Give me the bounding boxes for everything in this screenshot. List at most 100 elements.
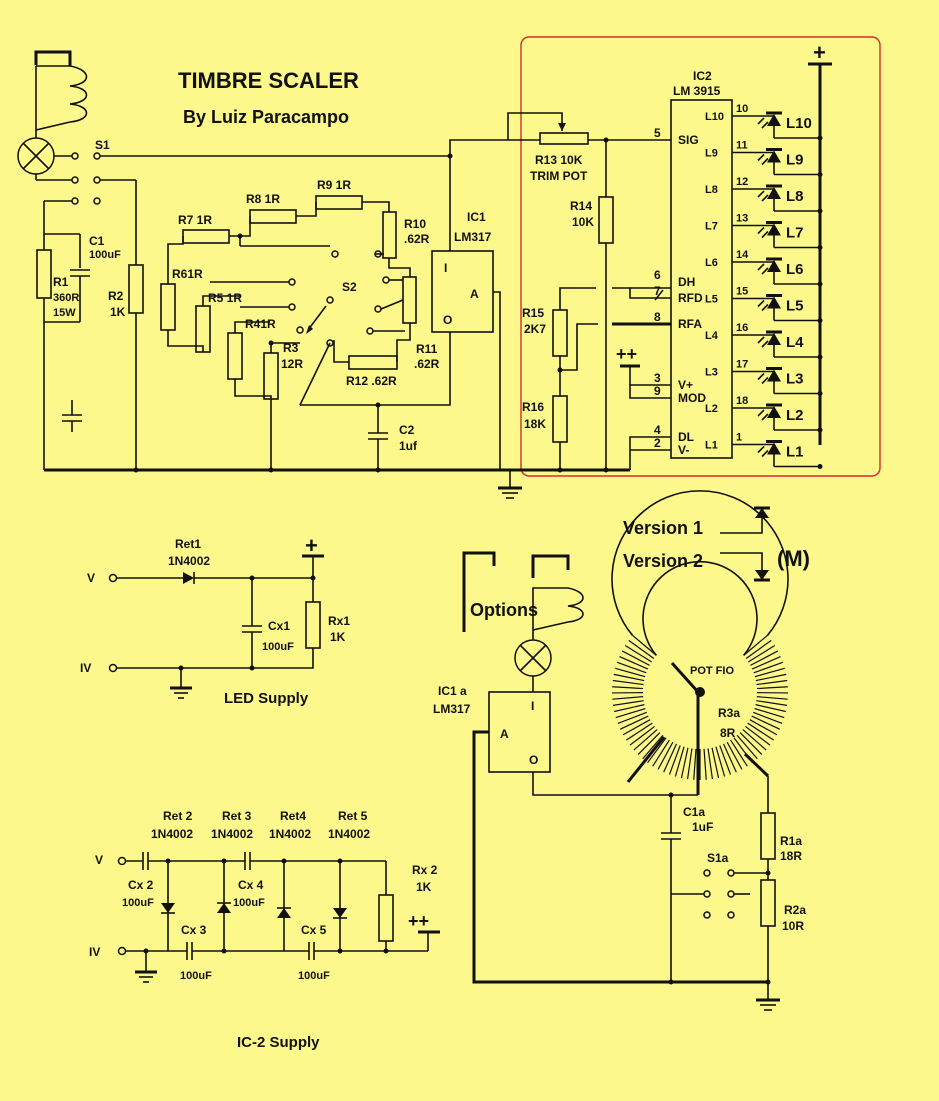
r6-resistor: [160, 283, 176, 331]
r11-label: R11: [416, 342, 438, 356]
r14-resistor: [598, 196, 614, 244]
r9-resistor: [315, 195, 363, 210]
bargraph-circuit: R13 10K TRIM POT R14 10K R15 2K7 R16 18K…: [507, 40, 832, 473]
ic1a-pin-o: O: [529, 753, 538, 767]
led-supply-circuit: V IV Ret1 1N4002 Cx1 100uF + Rx1 1K LED …: [80, 533, 350, 707]
ic2-pin-num-right: 15: [736, 286, 748, 298]
ic2-part: LM 3915: [673, 84, 721, 98]
led-label: L7: [786, 225, 804, 242]
c2-value: 1uf: [399, 439, 418, 453]
r3a-label: R3a: [718, 706, 740, 720]
ic2-supply-iv: IV: [89, 945, 100, 959]
r10-label: R10: [404, 217, 426, 231]
ic1-part: LM317: [454, 230, 492, 244]
ic1-label: IC1: [467, 210, 486, 224]
ret4-value: 1N4002: [269, 827, 311, 841]
led-label: L1: [786, 444, 804, 461]
r13-trimpot: [539, 132, 589, 145]
r14-value: 10K: [572, 215, 594, 229]
ic2-pin-name-right: L4: [705, 330, 719, 342]
ic2-vplus-supply: ++: [616, 344, 637, 364]
led-label: L10: [786, 115, 812, 132]
led-label: L4: [786, 334, 804, 351]
cx2-label: Cx 2: [128, 878, 154, 892]
led-diode-icon: [767, 296, 781, 309]
led-rail-plus: +: [813, 40, 826, 65]
r4-label: R41R: [245, 317, 276, 331]
r15-value: 2K7: [524, 322, 546, 336]
ic2-pin-num-left: 5: [654, 126, 661, 140]
version1-label: Version 1: [623, 518, 703, 538]
ic2-supply-v: V: [95, 853, 103, 867]
diagram-author: By Luiz Paracampo: [183, 107, 349, 127]
cx5-value: 100uF: [298, 970, 330, 982]
led-supply-v: V: [87, 571, 95, 585]
led-label: L2: [786, 407, 804, 424]
r16-label: R16: [522, 400, 544, 414]
ic2-supply-title: IC-2 Supply: [237, 1034, 320, 1051]
c2-label: C2: [399, 423, 415, 437]
rx2-resistor: [378, 894, 394, 942]
ret3-value: 1N4002: [211, 827, 253, 841]
led-diode-icon: [767, 442, 781, 455]
version2-label: Version 2: [623, 551, 703, 571]
r13-type: TRIM POT: [530, 169, 588, 183]
c1a-value: 1uF: [692, 820, 713, 834]
s2-label: S2: [342, 280, 357, 294]
ic2-pin-num-right: 14: [736, 249, 749, 261]
ret3-label: Ret 3: [222, 809, 252, 823]
r5-resistor: [195, 305, 211, 353]
ic2-pin-name-left: DH: [678, 275, 695, 289]
led-label: L3: [786, 371, 804, 388]
ic2-supply-circuit: V IV ++ Rx 2 1K: [89, 809, 440, 1051]
ret2-value: 1N4002: [151, 827, 193, 841]
r1-value: 360R: [53, 292, 79, 304]
r2a-value: 10R: [782, 919, 804, 933]
ic2-pin-name-left: SIG: [678, 133, 699, 147]
ic1-pin-o: O: [443, 313, 452, 327]
ic1a-chip: [488, 691, 551, 773]
r16-resistor: [552, 395, 568, 443]
r10-value: .62R: [404, 232, 430, 246]
ic2-pin-num-left: 2: [654, 436, 661, 450]
r16-value: 18K: [524, 417, 546, 431]
led-label: L6: [786, 261, 804, 278]
led-diode-icon: [767, 369, 781, 382]
led-label: L9: [786, 152, 804, 169]
ic2-pin-name-right: L3: [705, 367, 718, 379]
r13-label: R13 10K: [535, 153, 583, 167]
r1a-value: 18R: [780, 849, 802, 863]
led-diode-icon: [767, 406, 781, 418]
ic2-pin-name-left: DL: [678, 430, 694, 444]
ic2-pin-num-left: 7: [654, 284, 661, 298]
ic2-chip: [670, 99, 733, 459]
s1-label: S1: [95, 138, 110, 152]
cx4-label: Cx 4: [238, 878, 264, 892]
ic2-pin-num-right: 17: [736, 359, 748, 371]
r11-resistor: [402, 276, 417, 324]
ic2-pin-name-right: L1: [705, 440, 718, 452]
r1-resistor: [36, 249, 52, 299]
ic2-pin-name-right: L9: [705, 148, 718, 160]
main-circuit: S1 R2 1K C1 100uF R1 360R 15W: [17, 50, 630, 499]
led-supply-title: LED Supply: [224, 690, 309, 707]
r6-label: R61R: [172, 267, 203, 281]
ic2-pin-num-left: 9: [654, 384, 661, 398]
bargraph-frame: [520, 36, 881, 477]
ic2-pin-name-left: RFD: [678, 291, 703, 305]
ic2-pin-name-right: L7: [705, 221, 718, 233]
ic2-pin-name-right: L5: [705, 294, 718, 306]
led-label: L5: [786, 298, 804, 315]
r9-label: R9 1R: [317, 178, 351, 192]
r3-label: R3: [283, 341, 299, 355]
ic1-chip: [431, 250, 494, 333]
ic2-pin-name-left: MOD: [678, 391, 706, 405]
diagram-title: TIMBRE SCALER: [178, 68, 359, 93]
rx1-label: Rx1: [328, 614, 350, 628]
ic1a-pin-i: I: [531, 699, 534, 713]
c1-label: C1: [89, 234, 105, 248]
ic2-label: IC2: [693, 69, 712, 83]
ic2-pin-num-right: 11: [736, 140, 748, 152]
